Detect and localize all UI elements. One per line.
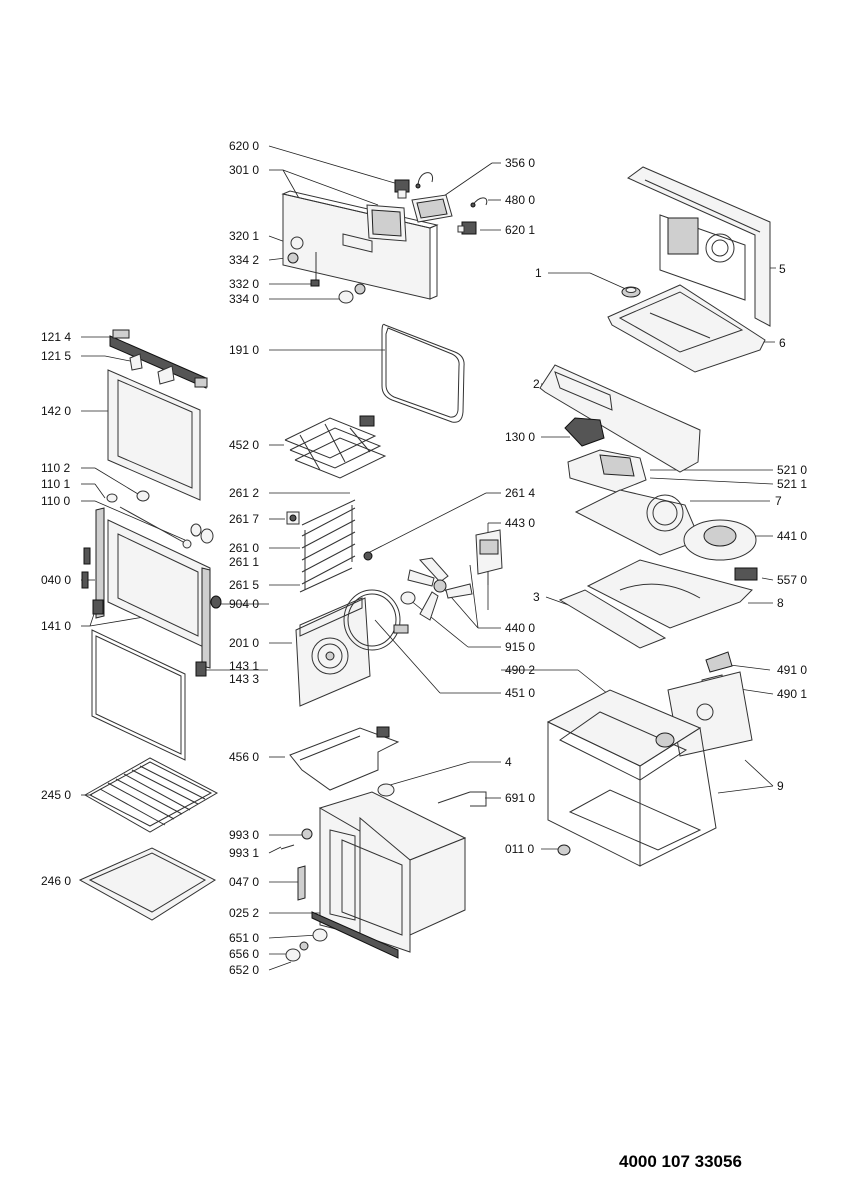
callout-label: 334 2 [229, 253, 260, 267]
callout-label: 2 [533, 377, 540, 391]
callout-label: 8 [777, 596, 784, 610]
callout-label: 141 0 [41, 619, 72, 633]
callout-label: 245 0 [41, 788, 72, 802]
door-assembly [81, 329, 222, 761]
callout-label: 521 1 [777, 477, 808, 491]
callout-label: 011 0 [505, 842, 535, 856]
callout-label: 332 0 [229, 277, 260, 291]
side-runners-and-fan-cover [286, 499, 373, 707]
top-cover-assembly [607, 166, 771, 373]
callout-label: 040 0 [41, 573, 72, 587]
callout-label: 441 0 [777, 529, 808, 543]
callout-label: 261 4 [505, 486, 536, 500]
callout-label: 261 5 [229, 578, 260, 592]
callout-label: 491 0 [777, 663, 808, 677]
callout-label: 557 0 [777, 573, 808, 587]
callout-label: 047 0 [229, 875, 260, 889]
callout-label: 656 0 [229, 947, 260, 961]
callout-label: 261 0 [229, 541, 260, 555]
callout-label: 904 0 [229, 597, 260, 611]
callout-label: 440 0 [505, 621, 536, 635]
callout-label: 261 2 [229, 486, 260, 500]
callout-label: 620 1 [505, 223, 536, 237]
oven-cavity-assembly [280, 726, 487, 962]
callout-label: 451 0 [505, 686, 536, 700]
callout-label: 3 [533, 590, 540, 604]
callout-label: 915 0 [505, 640, 536, 654]
callout-label: 143 3 [229, 672, 260, 686]
callout-label: 121 5 [41, 349, 72, 363]
fan-and-element [343, 529, 503, 651]
callout-label: 993 1 [229, 846, 260, 860]
housing-assembly [539, 364, 758, 867]
callout-label: 452 0 [229, 438, 260, 452]
callout-label: 301 0 [229, 163, 260, 177]
callout-label: 025 2 [229, 906, 260, 920]
callout-label: 993 0 [229, 828, 260, 842]
callout-label: 130 0 [505, 430, 536, 444]
callout-label: 490 2 [505, 663, 536, 677]
callout-label: 334 0 [229, 292, 260, 306]
control-panel-assembly [281, 172, 488, 304]
callout-label: 356 0 [505, 156, 536, 170]
callout-label: 651 0 [229, 931, 260, 945]
gasket-and-racks [78, 323, 465, 921]
callout-label: 6 [779, 336, 786, 350]
document-number: 4000 107 33056 [619, 1152, 742, 1171]
callout-label: 443 0 [505, 516, 536, 530]
callout-label: 261 7 [229, 512, 260, 526]
callout-label: 110 0 [41, 494, 71, 508]
callout-label: 4 [505, 755, 512, 769]
callout-label: 121 4 [41, 330, 72, 344]
callout-label: 191 0 [229, 343, 260, 357]
callout-label: 142 0 [41, 404, 72, 418]
callout-label: 691 0 [505, 791, 536, 805]
callout-label: 110 2 [41, 461, 71, 475]
callout-label: 201 0 [229, 636, 260, 650]
callout-label: 480 0 [505, 193, 536, 207]
callout-label: 320 1 [229, 229, 260, 243]
callout-label: 490 1 [777, 687, 808, 701]
callout-label: 246 0 [41, 874, 72, 888]
callout-label: 7 [775, 494, 782, 508]
callout-label: 652 0 [229, 963, 260, 977]
callout-label: 110 1 [41, 477, 71, 491]
callout-label: 620 0 [229, 139, 260, 153]
callout-label: 143 1 [229, 659, 260, 673]
callout-label: 9 [777, 779, 784, 793]
callout-label: 521 0 [777, 463, 808, 477]
callout-label: 261 1 [229, 555, 260, 569]
callout-label: 1 [535, 266, 542, 280]
callout-label: 5 [779, 262, 786, 276]
callout-label: 456 0 [229, 750, 260, 764]
